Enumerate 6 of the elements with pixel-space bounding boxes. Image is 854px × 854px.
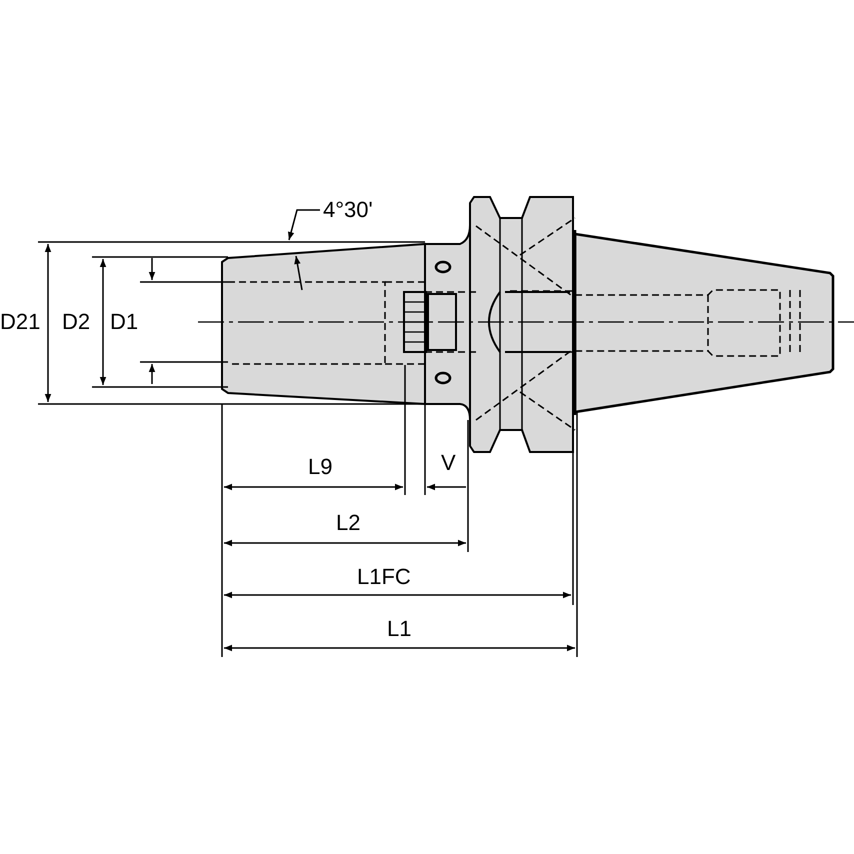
angle-label: 4°30': [323, 199, 373, 221]
dimension-label: L2: [336, 512, 360, 534]
dimension-label: V: [441, 452, 456, 474]
dimension-label: L1FC: [357, 566, 411, 588]
dimension-label: L9: [308, 456, 332, 478]
dimension-label: L1: [387, 618, 412, 640]
